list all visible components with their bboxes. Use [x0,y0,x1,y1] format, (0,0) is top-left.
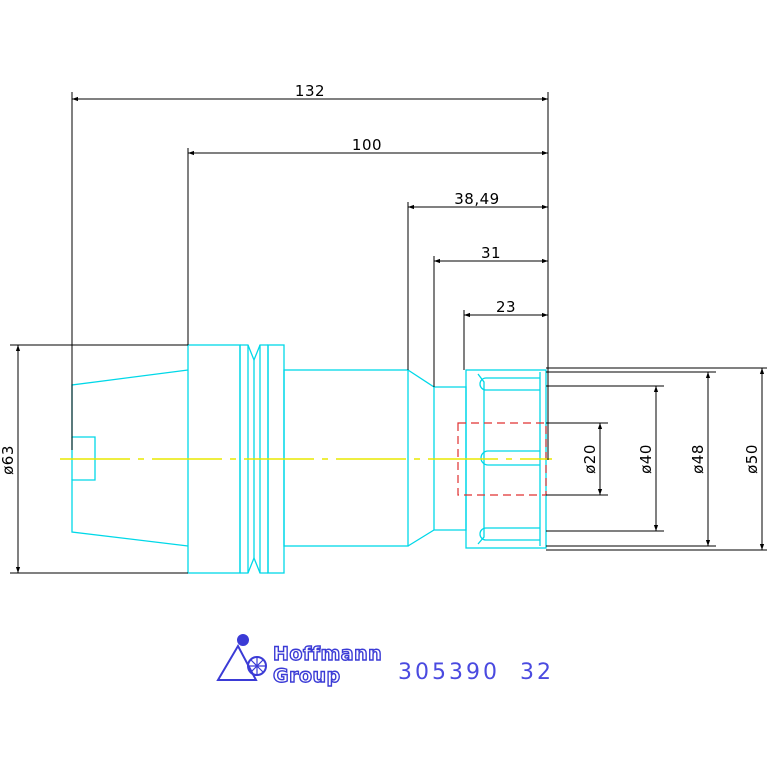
hoffmann-group-logo: Hoffmann Group [216,634,382,688]
dim-label-dia50: ø50 [743,444,761,474]
dim-label-132: 132 [295,82,325,100]
logo-line-2: Group [273,665,341,687]
dim-label-dia63: ø63 [0,445,17,475]
body [283,369,409,547]
body-taper [407,369,467,547]
dim-label-dia20: ø20 [581,444,599,474]
v-groove-bottom [240,556,268,574]
dim-label-3849: 38,49 [454,190,499,208]
logo-line-1: Hoffmann [273,643,382,665]
dim-label-31: 31 [481,244,501,262]
dimension-lines [10,92,767,574]
collet-slot-bottom [479,527,540,541]
logo-mark-icon [216,634,267,681]
collet-slot-middle [480,450,540,466]
v-groove-top [240,344,268,362]
dim-label-100: 100 [352,136,382,154]
taper-shank [71,369,189,547]
dim-label-dia48: ø48 [689,444,707,474]
dim-label-23: 23 [496,298,516,316]
collet-slot-top [479,377,540,391]
dim-label-dia40: ø40 [637,444,655,474]
part-number: 305390 32 [398,660,554,685]
